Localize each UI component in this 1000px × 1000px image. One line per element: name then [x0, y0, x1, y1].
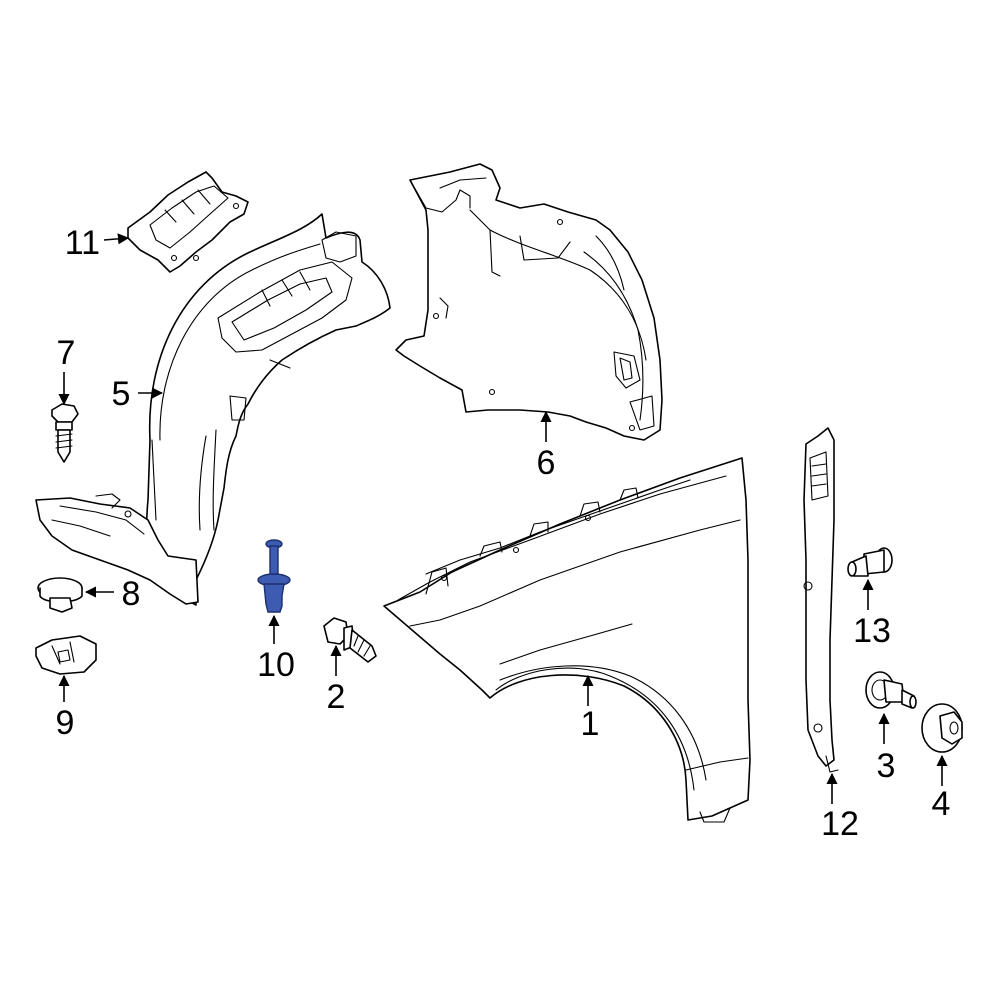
- part-2-bolt[interactable]: [323, 617, 377, 663]
- callout-1[interactable]: 1: [581, 705, 600, 743]
- leader-11: [103, 233, 130, 245]
- callout-6[interactable]: 6: [537, 444, 556, 482]
- callout-10[interactable]: 10: [257, 646, 295, 684]
- part-6-rear-fender-liner[interactable]: [395, 163, 663, 441]
- callout-4[interactable]: 4: [932, 785, 951, 823]
- callout-3[interactable]: 3: [877, 747, 896, 785]
- callout-11[interactable]: 11: [65, 224, 100, 262]
- part-3-shoulder-bolt[interactable]: [865, 671, 917, 709]
- callout-7[interactable]: 7: [57, 334, 76, 372]
- part-11-splash-bracket[interactable]: [127, 171, 249, 273]
- part-1-fender-panel[interactable]: [383, 457, 751, 823]
- callout-2[interactable]: 2: [327, 678, 346, 716]
- part-8-clip-nut[interactable]: [37, 577, 83, 613]
- part-5-lower-extension[interactable]: [35, 493, 199, 605]
- callout-9[interactable]: 9: [56, 704, 75, 742]
- part-12-support-bracket[interactable]: [803, 427, 839, 773]
- part-13-clip-stud[interactable]: [847, 547, 893, 577]
- callout-labels: 11 5 7 8 9 10 2 6 1 13 3 4 12: [56, 224, 951, 843]
- part-4-flange-nut[interactable]: [921, 703, 963, 753]
- leader-lines: [58, 233, 948, 804]
- callout-5[interactable]: 5: [112, 375, 131, 413]
- part-10-push-pin[interactable]: [257, 539, 291, 613]
- part-7-screw[interactable]: [51, 403, 79, 463]
- callout-13[interactable]: 13: [853, 612, 891, 650]
- callout-8[interactable]: 8: [122, 575, 141, 613]
- callout-12[interactable]: 12: [821, 805, 859, 843]
- part-9-u-nut[interactable]: [35, 635, 97, 675]
